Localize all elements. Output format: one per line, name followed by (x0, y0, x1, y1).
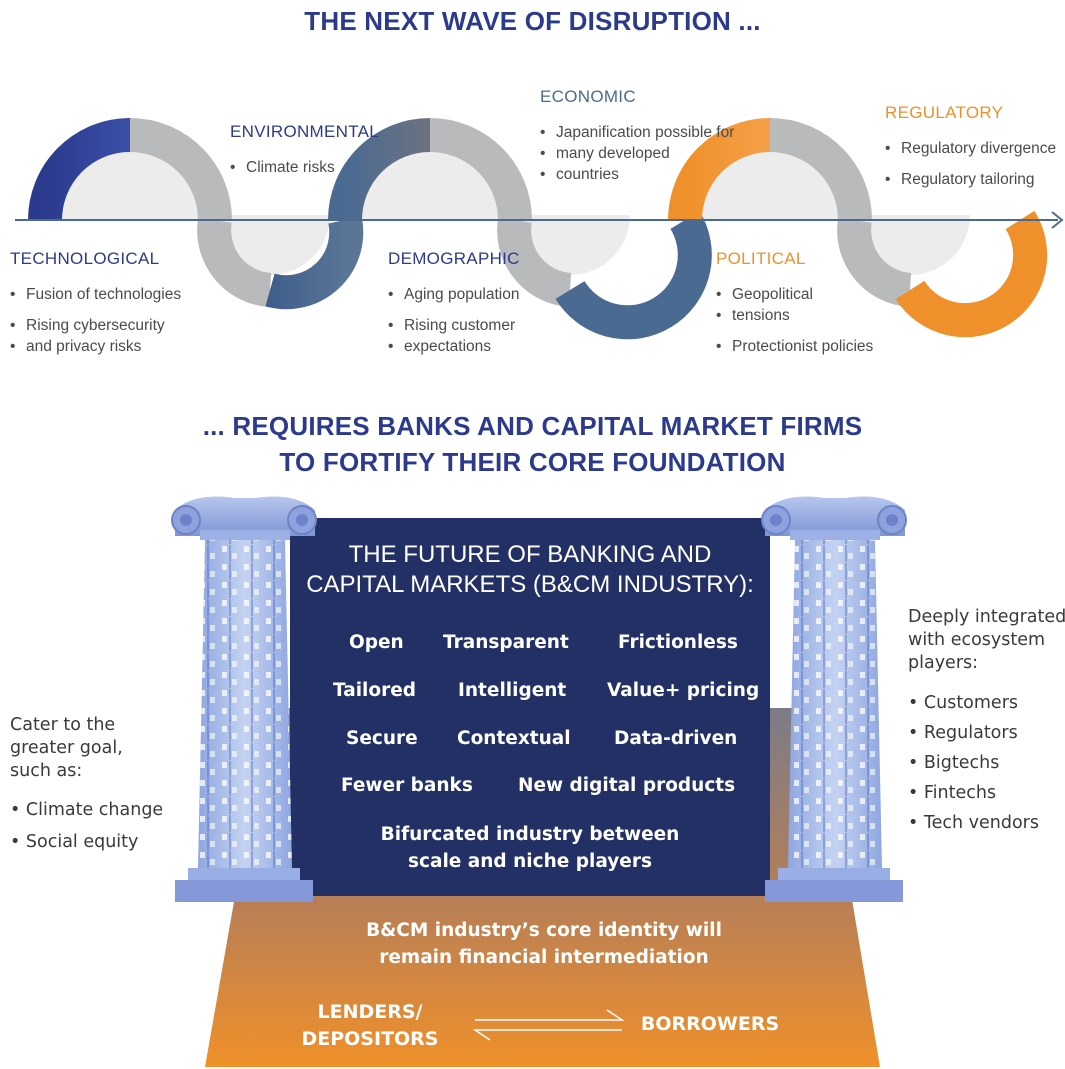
trait-fewer-banks: Fewer banks (341, 775, 473, 796)
wave-environmental (197, 217, 272, 307)
trait-tailored: Tailored (333, 680, 417, 701)
lenders-line1: LENDERS/ (317, 1001, 423, 1023)
label-demographic: DEMOGRAPHIC (388, 249, 520, 268)
right-side-list: • Customers • Regulators • Bigtechs • Fi… (908, 692, 1039, 835)
item-geopolitical: Geopolitical (716, 284, 873, 305)
mid-title-line2: TO FORTIFY THEIR CORE FOUNDATION (279, 447, 786, 477)
wave-demographic-low (265, 216, 364, 310)
right-item-fintechs: • Fintechs (908, 783, 997, 803)
trait-frictionless: Frictionless (618, 632, 738, 653)
center-panel (290, 518, 770, 896)
right-intro-line2: with ecosystem (908, 630, 1046, 650)
item-climate: Climate risks (230, 157, 335, 178)
right-item-customers: • Customers (908, 693, 1019, 713)
wave-ribbon (28, 118, 1048, 340)
borrowers: BORROWERS (640, 1013, 780, 1035)
list-regulatory: Regulatory divergence Regulatory tailori… (885, 138, 1056, 190)
label-political: POLITICAL (716, 249, 806, 268)
right-side-intro: Deeply integrated with ecosystem players… (908, 606, 1065, 675)
wave-political-grey (769, 118, 872, 221)
wave-economic-low (497, 217, 572, 307)
item-cyber-cont: and privacy risks (10, 336, 181, 357)
wave-demographic-high (328, 118, 431, 221)
trait-data-driven: Data-driven (614, 728, 738, 749)
item-japanification-cont1: many developed (540, 143, 734, 164)
core-identity-line2: remain financial intermediation (379, 947, 709, 968)
trait-intelligent: Intelligent (458, 680, 567, 701)
left-side-list: • Climate change • Social equity (10, 799, 163, 854)
left-item-climate: • Climate change (10, 800, 164, 820)
disruption-wave (15, 118, 1064, 340)
trait-bifurcated: Bifurcated industry between scale and ni… (290, 821, 770, 875)
panel-heading: THE FUTURE OF BANKING AND CAPITAL MARKET… (290, 540, 770, 600)
list-demographic: Aging population Rising customer expecta… (388, 284, 520, 357)
list-political: Geopolitical tensions Protectionist poli… (716, 284, 873, 357)
wave-regulatory (895, 210, 1048, 338)
label-regulatory: REGULATORY (885, 103, 1004, 122)
label-environmental: ENVIRONMENTAL (230, 122, 380, 141)
item-customer: Rising customer (388, 315, 520, 336)
label-economic: ECONOMIC (540, 87, 636, 106)
right-item-bigtechs: • Bigtechs (908, 753, 1000, 773)
trait-open: Open (349, 632, 404, 653)
mid-title-line1: ... REQUIRES BANKS AND CAPITAL MARKET FI… (202, 411, 863, 441)
list-environmental: Climate risks (230, 157, 335, 178)
right-pillar (761, 496, 907, 902)
trait-secure: Secure (346, 728, 418, 749)
item-divergence: Regulatory divergence (885, 138, 1056, 159)
core-identity: B&CM industry’s core identity will remai… (268, 917, 820, 971)
panel-heading-line1: THE FUTURE OF BANKING AND (348, 541, 712, 568)
arrow-to-lenders (472, 1029, 622, 1041)
left-intro-line2: greater goal, (10, 738, 123, 758)
list-technological: Fusion of technologies Rising cybersecur… (10, 284, 181, 357)
trait-value-pricing: Value+ pricing (607, 680, 760, 701)
item-aging: Aging population (388, 284, 520, 305)
arrow-to-borrowers (475, 1009, 625, 1021)
temple-graphic (171, 496, 907, 1067)
item-tailoring: Regulatory tailoring (885, 169, 1056, 190)
trait-transparent: Transparent (443, 632, 569, 653)
left-pillar (171, 496, 317, 902)
top-title: THE NEXT WAVE OF DISRUPTION ... (304, 6, 761, 36)
label-technological: TECHNOLOGICAL (10, 249, 160, 268)
panel-heading-line2: CAPITAL MARKETS (B&CM INDUSTRY): (306, 571, 754, 598)
wave-technological (28, 118, 131, 221)
left-item-equity: • Social equity (10, 832, 139, 852)
mid-title: ... REQUIRES BANKS AND CAPITAL MARKET FI… (0, 408, 1065, 480)
right-item-tech-vendors: • Tech vendors (908, 813, 1039, 833)
left-intro-line3: such as: (10, 761, 83, 781)
trait-bifurcated-line2: scale and niche players (407, 851, 652, 872)
core-identity-line1: B&CM industry’s core identity will (366, 920, 722, 941)
item-cyber: Rising cybersecurity (10, 315, 181, 336)
item-fusion: Fusion of technologies (10, 284, 181, 305)
wave-tech-grey (129, 118, 232, 221)
lenders-line2: DEPOSITORS (301, 1028, 439, 1050)
item-customer-cont: expectations (388, 336, 520, 357)
right-intro-line1: Deeply integrated (908, 607, 1065, 627)
trait-new-digital-products: New digital products (518, 775, 736, 796)
right-item-regulators: • Regulators (908, 723, 1018, 743)
trait-contextual: Contextual (457, 728, 571, 749)
exchange-arrows (472, 1009, 625, 1041)
item-japanification-cont2: countries (540, 164, 734, 185)
wave-regulatory-grey (837, 217, 912, 307)
wave-economic-slate (555, 211, 712, 340)
item-geopolitical-cont: tensions (716, 305, 873, 326)
item-protectionist: Protectionist policies (716, 336, 873, 357)
left-intro-line1: Cater to the (10, 715, 116, 735)
trait-bifurcated-line1: Bifurcated industry between (380, 824, 680, 845)
lenders-depositors: LENDERS/ DEPOSITORS (280, 999, 460, 1053)
list-economic: Japanification possible for many develop… (540, 122, 734, 185)
left-side-intro: Cater to the greater goal, such as: (10, 714, 123, 783)
wave-economic-grey (429, 118, 532, 221)
item-japanification: Japanification possible for (540, 122, 734, 143)
timeline-arrowhead (1051, 211, 1064, 229)
right-intro-line3: players: (908, 653, 979, 673)
